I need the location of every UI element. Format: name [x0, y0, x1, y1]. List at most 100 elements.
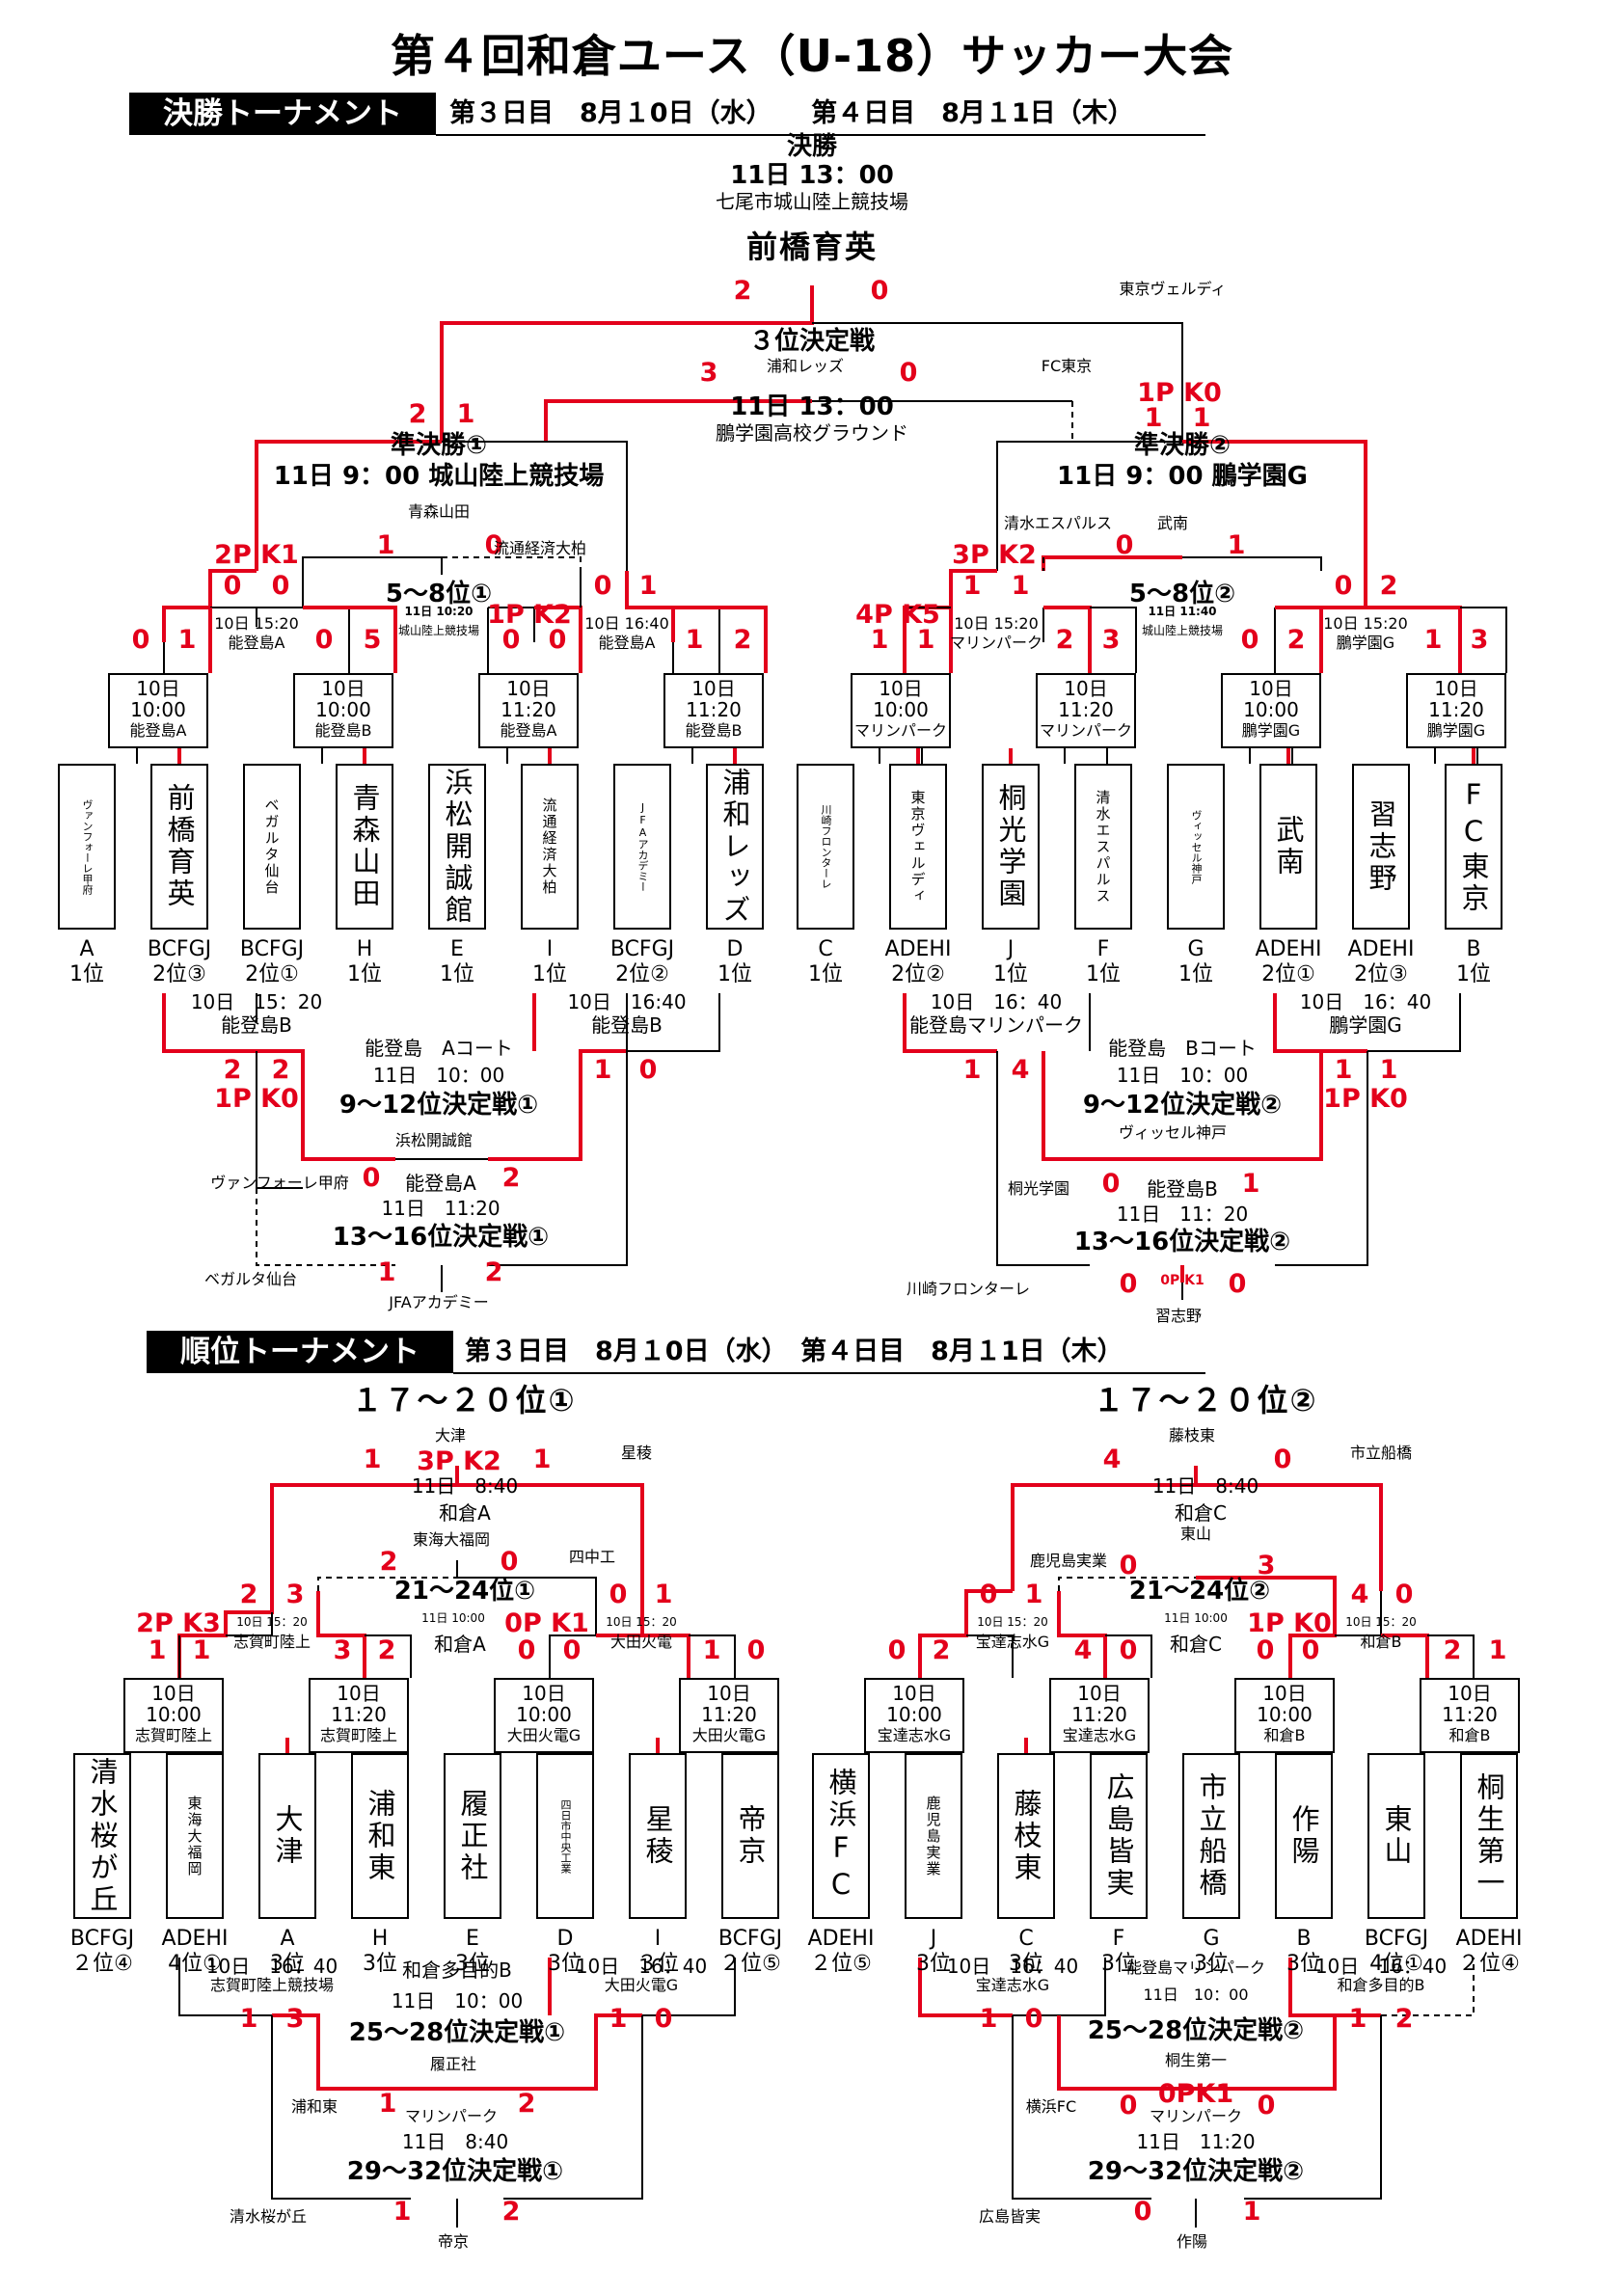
label-c25-1-venue: 志賀町陸上競技場	[209, 1976, 335, 1994]
bracket-line-106	[1058, 1577, 1196, 1591]
team-name: 浦和東	[364, 1788, 396, 1884]
label-r17-1-venue: 和倉A	[439, 1501, 491, 1525]
team-name: 清水桜が丘	[86, 1756, 119, 1916]
label-p13-1-sl2: 1	[377, 1257, 396, 1287]
team-box: 大津	[258, 1753, 316, 1919]
match-line: 10日	[707, 1682, 751, 1705]
bracket-line-9	[302, 556, 442, 571]
team-box: 星稜	[629, 1753, 687, 1919]
bracket-line-145	[1057, 2015, 1337, 2091]
label-h5-sl: 0	[887, 1635, 907, 1665]
label-p9-2-sr2: 1	[1379, 1055, 1398, 1085]
label-final-time: 11日 13：00	[730, 161, 894, 190]
label-h6-sr: 0	[1119, 1635, 1138, 1665]
label-qf-a-sl: 1	[376, 530, 395, 560]
label-r21-1-r: 四中工	[568, 1548, 616, 1566]
label-sf2-time: 11日 9：00 鵬学園G	[1057, 462, 1308, 491]
label-p25-1-sr2: 0	[654, 2004, 673, 2034]
team-seed-group: E	[450, 937, 464, 961]
label-r17-1-pk: 3P K2	[417, 1446, 501, 1476]
label-sf1-title: 準決勝①	[390, 431, 488, 460]
match-line: 10日	[522, 1682, 566, 1705]
team-seed-group: B	[1466, 937, 1481, 961]
label-h1-venue: 志賀町陸上	[232, 1633, 311, 1651]
bracket-line-79	[903, 993, 997, 1053]
label-r1-d-sr: 2	[1379, 571, 1398, 601]
team-seed-rank: 2位②	[615, 962, 669, 986]
label-r17-1-top: 大津	[434, 1426, 467, 1445]
label-g3-sr: 0	[548, 625, 567, 655]
label-c25-3-info: 10日 16：40	[946, 1955, 1079, 1978]
bracket-line-13	[1182, 556, 1322, 571]
team-box: 流通経済大柏	[521, 764, 579, 930]
label-sf2-r: 武南	[1156, 514, 1189, 532]
team-seed-group: BCFGJ	[239, 937, 305, 961]
team-seed-group: BCFGJ	[1364, 1927, 1429, 1951]
label-sf2-sr: 1	[1192, 403, 1211, 433]
match-line: 10:00	[1243, 698, 1299, 721]
label-g8-sr: 3	[1470, 625, 1489, 655]
team-seed-rank: 1位	[993, 962, 1028, 986]
label-p29-2-rr: 作陽	[1176, 2232, 1208, 2251]
bracket-line-110	[1057, 1591, 1107, 1678]
bracket-line-77	[488, 1051, 628, 1266]
team-name: 武南	[1272, 815, 1305, 878]
label-h8-sl: 2	[1443, 1635, 1462, 1665]
label-r1-c-sl: 1	[962, 571, 982, 601]
label-h6-sl: 4	[1073, 1635, 1093, 1665]
label-p13-2-title: 13～16位決定戦②	[1073, 1228, 1291, 1256]
match-line: 10日	[506, 677, 551, 700]
label-r1-a-sl: 0	[223, 571, 242, 601]
label-r17-1-l2: 2	[239, 1580, 258, 1609]
match-line: 10日	[1064, 677, 1108, 700]
bracket-line-146	[1288, 1958, 1381, 2017]
label-p13-1-ll: ベガルタ仙台	[203, 1270, 298, 1288]
label-p25-2-time: 11日 10：00	[1143, 1985, 1249, 2004]
label-h2-sr: 2	[377, 1635, 396, 1665]
label-p13-1-sr: 2	[501, 1163, 521, 1193]
team-name: 青森山田	[348, 783, 381, 910]
label-p29-1-sr2: 2	[501, 2197, 521, 2227]
label-p13-1-time: 11日 11:20	[381, 1197, 501, 1220]
bracket-line-98	[365, 1634, 412, 1678]
team-box: 桐光学園	[982, 764, 1040, 930]
team-box: 帝京	[721, 1753, 779, 1919]
bracket-line-0	[440, 285, 814, 442]
label-c94-info: 10日 16：40	[1299, 990, 1432, 1013]
label-r17-1-time: 11日 8:40	[411, 1474, 519, 1498]
bracket-line-143	[918, 1958, 1013, 2017]
label-h7-pk: 1P K0	[1247, 1608, 1332, 1638]
team-name: 川崎フロンターレ	[820, 804, 832, 889]
match-line: 能登島B	[314, 721, 372, 740]
label-r17-2-r0: 0	[1394, 1580, 1414, 1609]
label-h7-sr: 0	[1301, 1635, 1320, 1665]
label-p29-2-venue: マリンパーク	[1149, 2107, 1243, 2125]
label-r21-2-time: 11日 10:00	[1164, 1611, 1228, 1625]
team-seed-group: J	[1007, 937, 1015, 961]
label-c93-venue: 能登島マリンパーク	[909, 1013, 1083, 1037]
bracket-line-86	[1275, 1051, 1368, 1266]
bracket-line-38	[1090, 607, 1137, 673]
team-seed-group: D	[726, 937, 744, 961]
label-r21-2-l: 鹿児島実業	[1029, 1552, 1108, 1570]
label-r17-2-time: 11日 8:40	[1151, 1474, 1259, 1498]
team-seed-group: F	[1112, 1927, 1125, 1951]
bracket-line-115	[1427, 1634, 1475, 1678]
label-p9-2-court: 能登島 Bコート	[1108, 1037, 1257, 1060]
team-seed-group: H	[356, 937, 373, 961]
team-box: 東海大福岡	[166, 1753, 224, 1919]
label-p13-2-pk: 0P K1	[1160, 1273, 1204, 1288]
label-c25-1-info: 10日 16：40	[205, 1955, 338, 1978]
label-qf-a-loser: 流通経済大柏	[493, 539, 587, 557]
bracket-line-72	[256, 1188, 395, 1266]
label-p9-1-sr: 2	[271, 1055, 290, 1085]
team-name: 流通経済大柏	[540, 797, 558, 896]
team-name: 横浜FC	[825, 1768, 857, 1904]
team-seed-group: ADEHI	[807, 1927, 875, 1951]
bracket-line-137	[272, 2013, 642, 2091]
match-line: 10:00	[873, 698, 929, 721]
label-qf-a-pk: 2P K1	[214, 540, 299, 570]
